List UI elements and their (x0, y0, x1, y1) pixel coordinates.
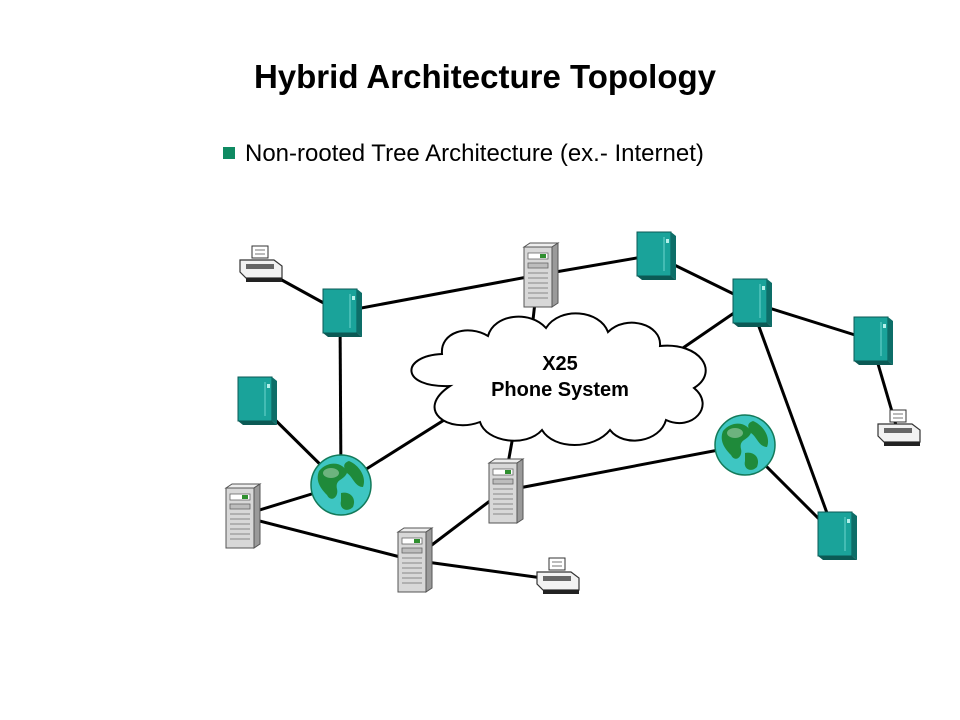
server-tower-icon-server-left (224, 483, 262, 549)
terminal-icon-terminal-top (636, 231, 676, 280)
cloud-label-line2: Phone System (491, 379, 629, 401)
globe-icon-globe-right (714, 414, 776, 476)
server-tower-icon-server-bottom (396, 527, 434, 593)
server-tower-icon-server-top (522, 242, 560, 308)
bullet-square-icon (223, 147, 235, 159)
terminal-icon-terminal-left (237, 376, 277, 425)
link-terminal-1-server-top (339, 273, 539, 314)
printer-icon-printer-1 (239, 245, 283, 282)
terminal-icon-terminal-1 (322, 288, 362, 337)
slide-title: Hybrid Architecture Topology (253, 58, 717, 95)
bullet-item: Non-rooted Tree Architecture (ex.- Inter… (223, 140, 704, 168)
link-server-left-server-bottom (239, 514, 413, 562)
link-server-mid-globe-right (502, 443, 746, 493)
link-server-bottom-printer-bottom (411, 558, 558, 582)
terminal-icon-terminal-right-2 (853, 316, 893, 365)
bullet-text: Non-rooted Tree Architecture (ex.- Inter… (245, 140, 704, 167)
printer-icon-printer-bottom (536, 557, 580, 594)
terminal-icon-terminal-bottom-right (817, 511, 857, 560)
globe-icon-globe-left (310, 454, 372, 516)
server-tower-icon-server-mid (487, 458, 525, 524)
terminal-icon-terminal-right-1 (732, 278, 772, 327)
cloud-label-line1: X25 (542, 353, 578, 375)
link-terminal-right-1-terminal-bottom-right (748, 301, 837, 536)
printer-icon-printer-right (877, 409, 921, 446)
